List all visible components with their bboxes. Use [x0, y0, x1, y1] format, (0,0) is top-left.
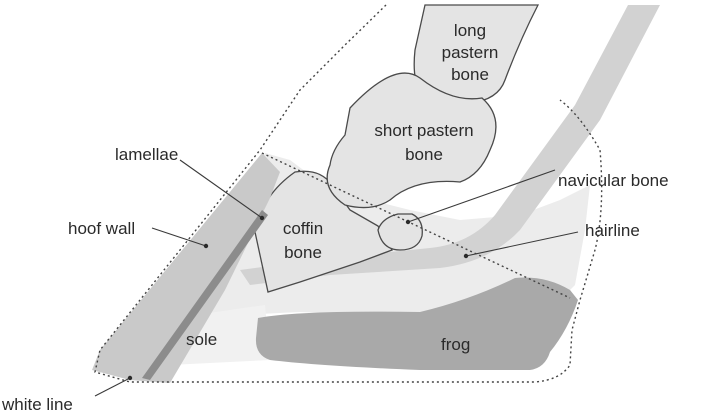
label-long-line1: long [454, 21, 486, 40]
white-line-dot [128, 376, 132, 380]
label-long-line3: bone [451, 65, 489, 84]
label-white-line: white line [1, 395, 73, 414]
label-sole: sole [186, 330, 217, 349]
label-long-line2: pastern [442, 43, 499, 62]
label-hoof-wall: hoof wall [68, 219, 135, 238]
label-hairline: hairline [585, 221, 640, 240]
label-navicular-bone: navicular bone [558, 171, 669, 190]
label-short-line2: bone [405, 145, 443, 164]
label-coffin-line1: coffin [283, 219, 323, 238]
label-coffin-line2: bone [284, 243, 322, 262]
label-frog: frog [441, 335, 470, 354]
hairline-dot [464, 254, 468, 258]
navicular-dot [406, 220, 410, 224]
label-lamellae: lamellae [115, 145, 178, 164]
lamellae-dot [260, 216, 264, 220]
label-short-line1: short pastern [374, 121, 473, 140]
white-line-leader [95, 378, 130, 396]
hoof-wall-dot [204, 244, 208, 248]
